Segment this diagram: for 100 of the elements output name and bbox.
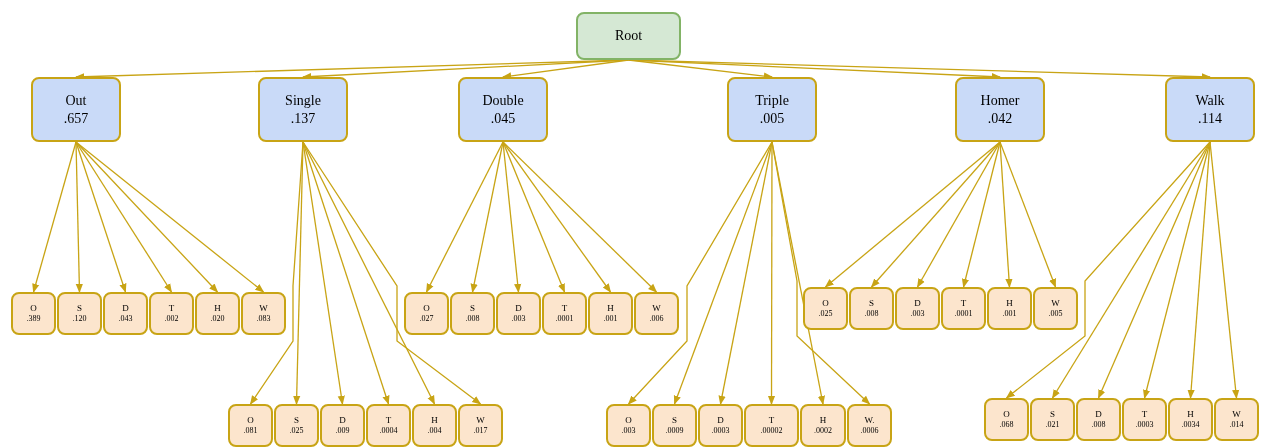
outcome-box — [744, 404, 799, 447]
node-title: W — [652, 302, 661, 315]
outcome-box — [847, 404, 892, 447]
arrow — [870, 141, 1001, 288]
arrow — [771, 141, 871, 405]
node-title: T — [960, 297, 967, 310]
probability-value: .004 — [427, 426, 442, 437]
outcome-box — [803, 287, 848, 330]
outcome-box — [241, 292, 286, 335]
outcome-box — [404, 292, 449, 335]
outcome-box — [320, 404, 365, 447]
outcome-box — [458, 404, 503, 447]
probability-value: .008 — [1091, 420, 1106, 431]
arrow — [470, 141, 504, 293]
node-title: T — [1141, 408, 1148, 421]
probability-value: .005 — [759, 109, 785, 127]
arrow — [1005, 141, 1211, 399]
probability-value: .657 — [63, 109, 89, 127]
probability-value: .014 — [1229, 420, 1244, 431]
node-title: O — [625, 414, 632, 427]
outcome-box — [274, 404, 319, 447]
probability-value: .0006 — [860, 426, 879, 437]
outcome-box — [652, 404, 697, 447]
node-title: W — [1051, 297, 1060, 310]
outcome-box — [1033, 287, 1078, 330]
outcome-box — [634, 292, 679, 335]
outcome-box — [1168, 398, 1213, 441]
outcome-box — [1214, 398, 1259, 441]
node-title: Triple — [755, 92, 789, 110]
probability-value: .081 — [243, 426, 258, 437]
node-title: Single — [285, 92, 321, 110]
arrow — [502, 141, 566, 293]
outcome-box — [588, 292, 633, 335]
outcome-box — [149, 292, 194, 335]
probability-value: .025 — [289, 426, 304, 437]
arrow — [75, 141, 265, 293]
arrow — [302, 141, 390, 405]
outcome-box — [412, 404, 457, 447]
event-box — [1165, 77, 1255, 142]
probability-value: .0034 — [1181, 420, 1200, 431]
event-box — [31, 77, 121, 142]
node-title: H — [431, 414, 438, 427]
outcome-box — [366, 404, 411, 447]
probability-value: .00002 — [760, 426, 783, 437]
probability-value: .0001 — [954, 309, 973, 320]
root-box — [576, 12, 681, 60]
probability-value: .045 — [490, 109, 516, 127]
node-title: D — [339, 414, 346, 427]
outcome-box — [606, 404, 651, 447]
node-title: T — [768, 414, 775, 427]
node-title: D — [1095, 408, 1102, 421]
arrow — [302, 141, 482, 405]
probability-value: .001 — [1002, 309, 1017, 320]
event-box — [458, 77, 548, 142]
probability-value: .027 — [419, 314, 434, 325]
node-title: D — [122, 302, 129, 315]
node-title: Homer — [980, 92, 1020, 110]
event-box — [727, 77, 817, 142]
outcome-box — [941, 287, 986, 330]
node-title: H — [819, 414, 827, 427]
node-title: H — [607, 302, 614, 315]
arrow — [75, 141, 173, 293]
arrow — [1209, 141, 1240, 399]
node-title: H — [1006, 297, 1013, 310]
probability-value: .0003 — [711, 426, 730, 437]
arrow — [627, 141, 773, 405]
outcome-box — [1076, 398, 1121, 441]
arrow — [999, 141, 1057, 288]
arrow — [75, 141, 127, 293]
outcome-box — [450, 292, 495, 335]
node-title: D — [515, 302, 522, 315]
node-title: O — [247, 414, 254, 427]
arrow — [1051, 141, 1211, 399]
arrow — [502, 141, 522, 293]
probability-value: .003 — [511, 314, 526, 325]
outcome-box — [496, 292, 541, 335]
arrow — [502, 141, 612, 293]
node-title: S — [77, 302, 82, 315]
event-box — [955, 77, 1045, 142]
node-title: S — [869, 297, 874, 310]
probability-value: .114 — [1198, 109, 1222, 127]
node-title: T — [561, 302, 568, 315]
arrow — [502, 141, 658, 293]
probability-value: .020 — [210, 314, 225, 325]
arrow — [824, 141, 1001, 288]
outcome-box — [1030, 398, 1075, 441]
outcome-box — [895, 287, 940, 330]
event-box — [258, 77, 348, 142]
node-title: O — [423, 302, 430, 315]
probability-value: .017 — [473, 426, 488, 437]
node-title: Walk — [1195, 92, 1225, 110]
probability-value: .021 — [1045, 420, 1060, 431]
node-title: D — [717, 414, 724, 427]
arrow — [916, 141, 1001, 288]
probability-value: .003 — [910, 309, 925, 320]
node-title: O — [1003, 408, 1010, 421]
arrow — [999, 141, 1013, 288]
node-title: W. — [864, 414, 875, 427]
outcome-box — [542, 292, 587, 335]
probability-value: .389 — [26, 314, 41, 325]
